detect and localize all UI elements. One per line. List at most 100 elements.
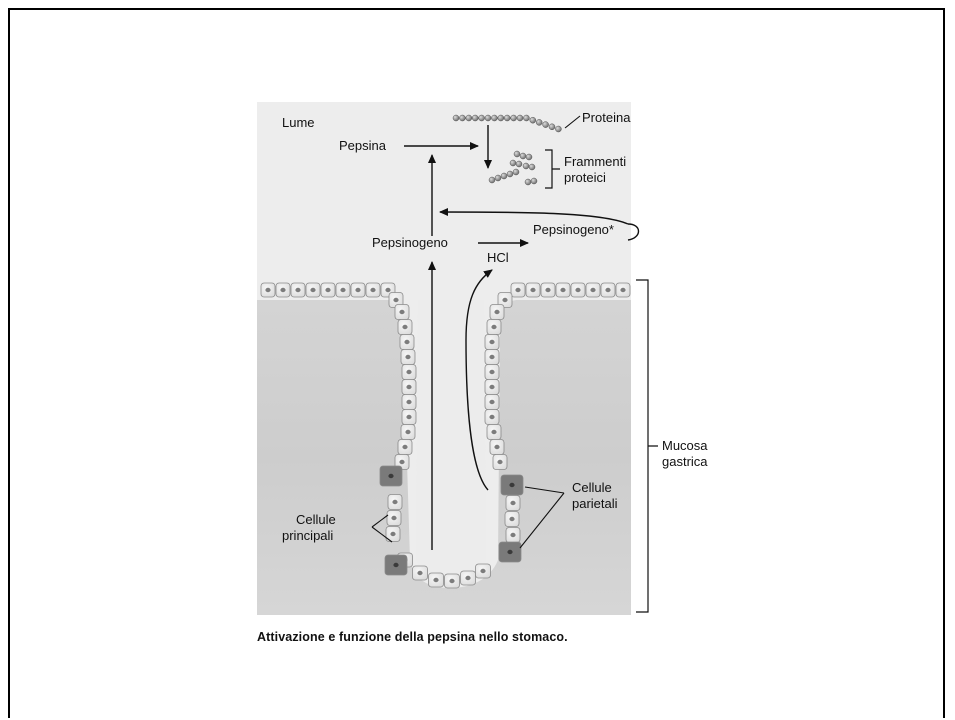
epithelial-cell [402, 380, 416, 395]
label-pepsinogen: Pepsinogeno [372, 235, 448, 250]
fragment-bead [531, 178, 537, 184]
epithelial-cell [429, 573, 444, 587]
protein-bead [536, 119, 542, 125]
epithelial-cell [505, 512, 519, 527]
epithelial-cell [398, 440, 412, 455]
protein-bead [459, 115, 465, 121]
epithelial-cell [291, 283, 305, 297]
protein-bead [511, 115, 517, 121]
epithelial-cell [395, 305, 409, 320]
parietal-cell [380, 466, 402, 486]
label-mucosa-1: Mucosa [662, 438, 708, 453]
epithelial-cell [445, 574, 460, 588]
epithelial-cell [351, 283, 365, 297]
epithelial-cell [276, 283, 290, 297]
epithelial-cell [261, 283, 275, 297]
epithelial-cell [493, 455, 507, 470]
epithelial-cell [490, 305, 504, 320]
parietal-cell [499, 542, 521, 562]
label-hcl: HCl [487, 250, 509, 265]
epithelial-cell [526, 283, 540, 297]
fragment-bead [525, 179, 531, 185]
epithelial-cell [487, 320, 501, 335]
epithelial-cell [402, 410, 416, 425]
epithelial-cell [506, 528, 520, 543]
epithelial-cell [476, 564, 491, 578]
epithelial-cell [461, 571, 476, 585]
fragment-bead [495, 175, 501, 181]
epithelial-cell [601, 283, 615, 297]
fragment-bead [507, 171, 513, 177]
fragment-bead [510, 160, 516, 166]
epithelial-cell [506, 496, 520, 511]
protein-bead [549, 124, 555, 130]
epithelial-cell [485, 395, 499, 410]
protein-bead [543, 122, 549, 128]
epithelial-cell [485, 350, 499, 365]
epithelial-cell [485, 365, 499, 380]
label-fragments-1: Frammenti [564, 154, 626, 169]
label-protein: Proteina [582, 110, 631, 125]
label-chief-cells-1: Cellule [296, 512, 336, 527]
epithelial-cell [571, 283, 585, 297]
epithelial-cell [485, 380, 499, 395]
protein-bead [517, 115, 523, 121]
label-chief-cells-2: principali [282, 528, 333, 543]
epithelial-cell [401, 425, 415, 440]
epithelial-cell [556, 283, 570, 297]
epithelial-cell [306, 283, 320, 297]
epithelial-cell [485, 335, 499, 350]
protein-bead [498, 115, 504, 121]
protein-bead [472, 115, 478, 121]
epithelial-cell [487, 425, 501, 440]
protein-bead [485, 115, 491, 121]
epithelial-cell [413, 566, 428, 580]
epithelial-cell [586, 283, 600, 297]
epithelial-cell [321, 283, 335, 297]
epithelial-cell [511, 283, 525, 297]
mucosa-bracket [636, 280, 658, 612]
epithelial-cell [366, 283, 380, 297]
epithelial-cell [490, 440, 504, 455]
protein-bead [479, 115, 485, 121]
epithelial-cell [616, 283, 630, 297]
protein-bead [555, 126, 561, 132]
protein-bead [530, 117, 536, 123]
label-parietal-cells-2: parietali [572, 496, 618, 511]
epithelial-cell [388, 495, 402, 510]
fragment-bead [516, 161, 522, 167]
figure-caption: Attivazione e funzione della pepsina nel… [257, 630, 677, 644]
fragment-bead [520, 153, 526, 159]
fragment-bead [526, 154, 532, 160]
label-fragments-2: proteici [564, 170, 606, 185]
epithelial-cell [336, 283, 350, 297]
label-pepsinogen-star: Pepsinogeno* [533, 222, 614, 237]
label-lumen: Lume [282, 115, 315, 130]
parietal-cell [501, 475, 523, 495]
fragment-bead [523, 163, 529, 169]
epithelial-cell [387, 511, 401, 526]
parietal-cell [385, 555, 407, 575]
fragment-bead [513, 169, 519, 175]
protein-bead [453, 115, 459, 121]
epithelial-cell [401, 350, 415, 365]
label-mucosa-2: gastrica [662, 454, 708, 469]
label-parietal-cells-1: Cellule [572, 480, 612, 495]
fragment-bead [501, 173, 507, 179]
epithelial-cell [398, 320, 412, 335]
protein-bead [466, 115, 472, 121]
epithelial-cell [402, 395, 416, 410]
fragment-bead [514, 151, 520, 157]
epithelial-cell [400, 335, 414, 350]
fragment-bead [529, 164, 535, 170]
fragment-bead [489, 177, 495, 183]
epithelial-cell [541, 283, 555, 297]
protein-bead [504, 115, 510, 121]
epithelial-cell [485, 410, 499, 425]
protein-bead [491, 115, 497, 121]
epithelial-cell [402, 365, 416, 380]
label-pepsin: Pepsina [339, 138, 387, 153]
protein-bead [523, 115, 529, 121]
gastric-pit-lumen [416, 300, 486, 580]
